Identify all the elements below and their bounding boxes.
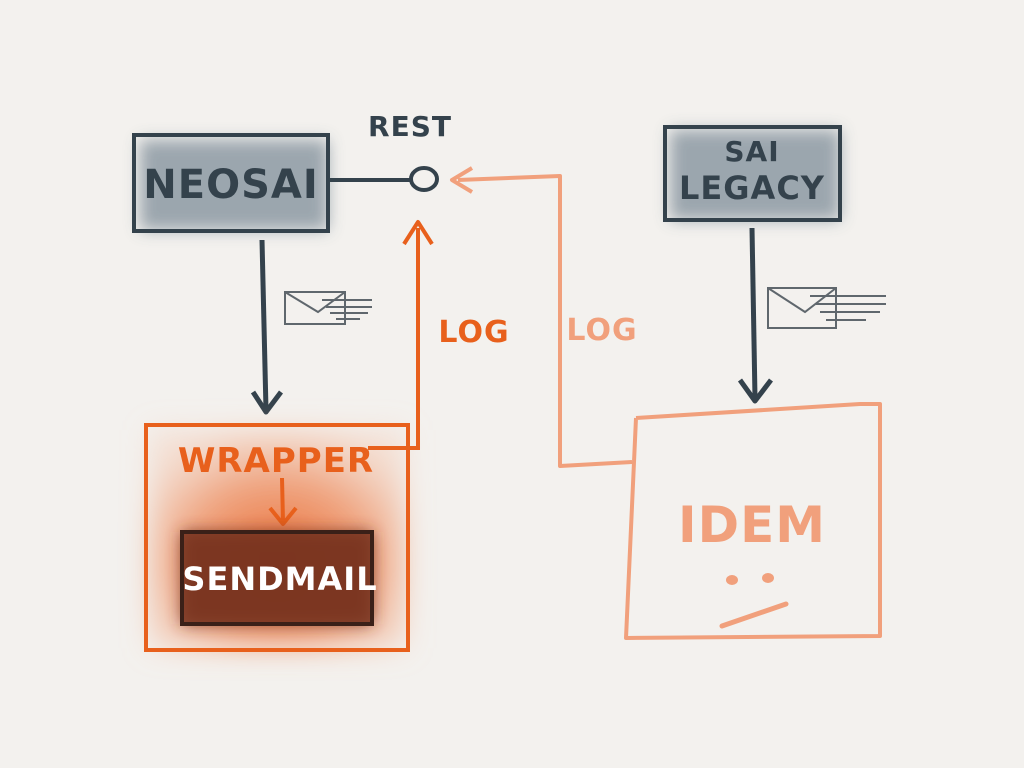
wrapper-label: WRAPPER <box>178 441 374 481</box>
envelope-icon <box>767 287 886 329</box>
sai-legacy-box: SAI LEGACY <box>663 125 842 222</box>
sendmail-box: SENDMAIL <box>180 530 377 626</box>
rest-label: REST <box>368 110 452 143</box>
idem-log-label: LOG <box>566 313 637 348</box>
sai-legacy-label-line2: LEGACY <box>679 169 825 207</box>
neosai-to-wrapper-arrow <box>259 239 269 411</box>
idem-log-arrowhead <box>450 166 474 194</box>
wrapper-log-arrowhead <box>402 220 434 246</box>
wrapper-log-label: LOG <box>438 315 509 350</box>
wrapper-to-sendmail-arrow <box>280 477 285 523</box>
neosai-label: NEOSAI <box>143 162 318 208</box>
legacy-to-idem-arrowhead <box>737 378 773 404</box>
neosai-box: NEOSAI <box>132 133 330 233</box>
idem-box: IDEM <box>624 402 882 640</box>
meh-face-icon <box>719 573 789 629</box>
envelope-icon <box>284 291 372 325</box>
sai-legacy-label-line1: SAI <box>724 135 779 168</box>
idem-label: IDEM <box>678 496 826 554</box>
neosai-to-wrapper-arrowhead <box>250 390 283 415</box>
wrapper-log-path <box>368 228 420 450</box>
rest-endpoint-circle <box>409 166 439 192</box>
legacy-to-idem-arrow <box>749 227 758 399</box>
idem-log-path <box>457 174 633 468</box>
wrapper-to-sendmail-arrowhead <box>268 506 298 526</box>
sendmail-label: SENDMAIL <box>182 560 377 598</box>
